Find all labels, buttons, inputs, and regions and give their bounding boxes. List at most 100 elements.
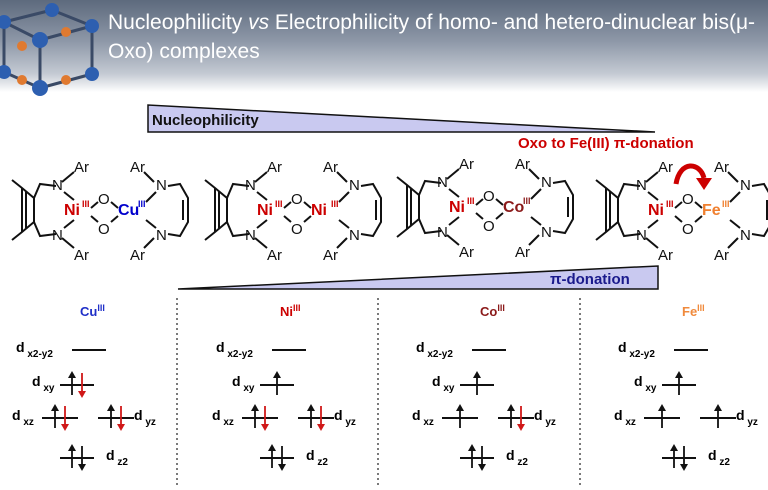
oxidation-state: III <box>331 199 339 209</box>
orbital-label: d xz <box>614 407 636 428</box>
curved-arrow-icon <box>673 163 707 185</box>
orbital-label: d x2-y2 <box>416 339 453 360</box>
nitrogen-label: N <box>156 227 167 244</box>
orbital-label: d xy <box>232 373 255 394</box>
nitrogen-label: N <box>349 227 360 244</box>
nitrogen-label: N <box>245 227 256 244</box>
right-metal-label: Cu <box>118 202 139 219</box>
spin-up-arrowhead <box>251 404 259 411</box>
lattice-cube-logo <box>0 3 99 96</box>
oxo-label: O <box>291 191 303 208</box>
ar-label: Ar <box>459 156 474 173</box>
oxo-label: O <box>682 221 694 238</box>
nitrogen-label: N <box>245 177 256 194</box>
spin-up-arrowhead <box>507 404 515 411</box>
spin-up-arrowhead <box>273 371 281 378</box>
orbital-label: d yz <box>134 407 156 428</box>
oxo-label: O <box>98 221 110 238</box>
spin-up-arrowhead <box>68 371 76 378</box>
oxidation-state: III <box>666 199 674 209</box>
right-metal-label: Ni <box>311 202 327 219</box>
orbital-label: d x2-y2 <box>16 339 53 360</box>
ar-label: Ar <box>658 159 673 176</box>
column-metal-label: CoIII <box>480 303 505 319</box>
orbital-label: d xy <box>634 373 657 394</box>
oxidation-state: III <box>138 199 146 209</box>
orbital-label: d yz <box>736 407 758 428</box>
spin-down-arrowhead <box>517 424 525 431</box>
spin-up-arrowhead <box>658 404 666 411</box>
ar-label: Ar <box>267 247 282 264</box>
ar-label: Ar <box>515 156 530 173</box>
spin-up-arrowhead <box>51 404 59 411</box>
nitrogen-label: N <box>636 227 647 244</box>
ar-label: Ar <box>74 247 89 264</box>
oxo-label: O <box>483 218 495 235</box>
spin-down-arrowhead <box>261 424 269 431</box>
spin-up-arrowhead <box>456 404 464 411</box>
ar-label: Ar <box>515 244 530 261</box>
oxidation-state: III <box>722 199 730 209</box>
nitrogen-label: N <box>437 224 448 241</box>
oxo-label: O <box>98 191 110 208</box>
nitrogen-label: N <box>740 177 751 194</box>
orbital-label: d x2-y2 <box>618 339 655 360</box>
orbital-label: d xz <box>212 407 234 428</box>
oxo-label: O <box>483 188 495 205</box>
oxo-fe-annotation: Oxo to Fe(III) π-donation <box>518 135 694 152</box>
column-metal-label: FeIII <box>682 303 705 319</box>
oxo-label: O <box>291 221 303 238</box>
orbital-label: d z2 <box>306 447 328 468</box>
oxidation-state: III <box>467 196 475 206</box>
nitrogen-label: N <box>437 174 448 191</box>
orbital-label: d yz <box>334 407 356 428</box>
orbital-diagram-fe: FeIII d x2-y2 d xy d xz d yz d z2 <box>614 303 758 471</box>
ar-label: Ar <box>130 247 145 264</box>
spin-up-arrowhead <box>268 444 276 451</box>
orbital-label: d z2 <box>708 447 730 468</box>
left-metal-label: Ni <box>64 202 80 219</box>
orbital-label: d z2 <box>106 447 128 468</box>
nitrogen-label: N <box>52 177 63 194</box>
spin-down-arrowhead <box>278 464 286 471</box>
nitrogen-label: N <box>740 227 751 244</box>
spin-up-arrowhead <box>68 444 76 451</box>
spin-up-arrowhead <box>714 404 722 411</box>
nucleophilicity-wedge <box>147 104 656 133</box>
page-title: Nucleophilicity vs Electrophilicity of h… <box>108 11 756 63</box>
oxidation-state: III <box>523 196 531 206</box>
left-metal-label: Ni <box>257 202 273 219</box>
spin-up-arrowhead <box>107 404 115 411</box>
left-metal-label: Ni <box>648 202 664 219</box>
orbital-label: d xz <box>12 407 34 428</box>
ar-label: Ar <box>459 244 474 261</box>
orbital-label: d x2-y2 <box>216 339 253 360</box>
pi-donation-wedge <box>177 265 659 290</box>
left-metal-label: Ni <box>449 199 465 216</box>
pi-donation-label: π-donation <box>550 271 630 288</box>
spin-down-arrowhead <box>78 391 86 398</box>
ar-label: Ar <box>130 159 145 176</box>
spin-up-arrowhead <box>473 371 481 378</box>
ar-label: Ar <box>74 159 89 176</box>
orbital-label: d z2 <box>506 447 528 468</box>
nitrogen-label: N <box>636 177 647 194</box>
nitrogen-label: N <box>349 177 360 194</box>
nucleophilicity-label: Nucleophilicity <box>152 112 259 129</box>
spin-down-arrowhead <box>78 464 86 471</box>
nitrogen-label: N <box>52 227 63 244</box>
orbital-label: d xy <box>432 373 455 394</box>
spin-down-arrowhead <box>478 464 486 471</box>
orbital-label: d xz <box>412 407 434 428</box>
spin-up-arrowhead <box>675 371 683 378</box>
header-banner <box>0 0 768 92</box>
right-metal-label: Fe <box>702 202 721 219</box>
